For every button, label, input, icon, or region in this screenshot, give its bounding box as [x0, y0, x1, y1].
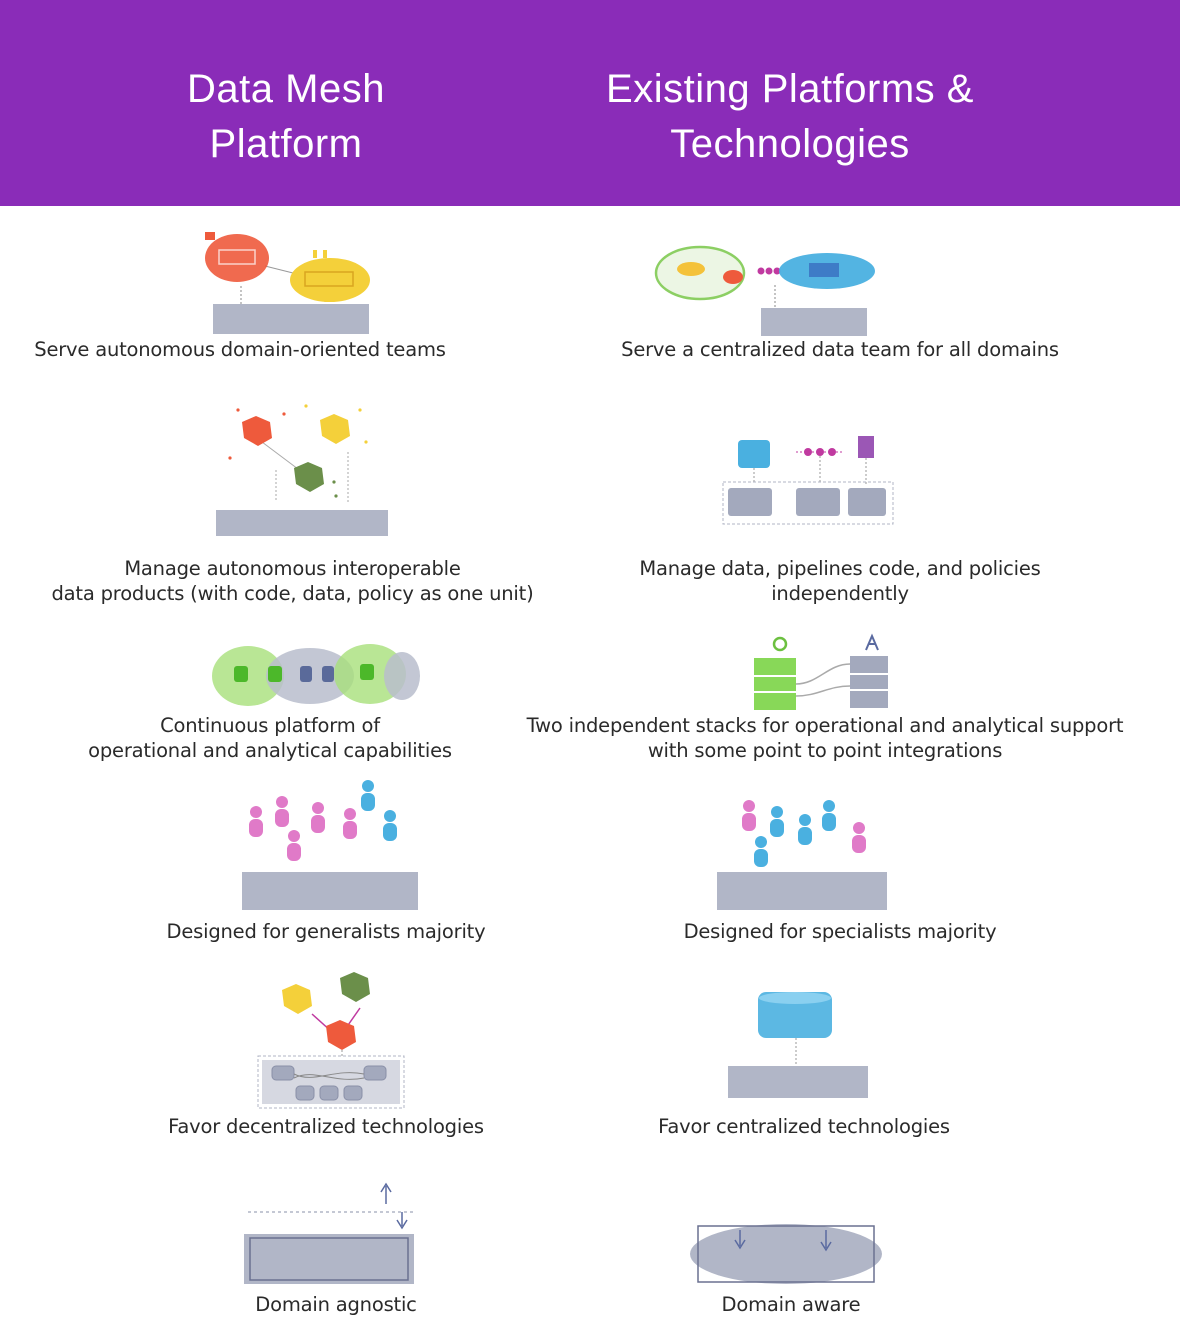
- caption-manage-independently: Manage data, pipelines code, and policie…: [639, 557, 1041, 605]
- existing-platforms-title: Existing Platforms & Technologies: [606, 67, 974, 166]
- autonomous-teams-illustration: [205, 232, 370, 334]
- header-banner: Data Mesh Platform Existing Platforms & …: [0, 0, 1180, 206]
- domain-agnostic-illustration: [244, 1182, 414, 1284]
- decentralized-tech-illustration: [257, 972, 405, 1109]
- centralized-team-illustration: [654, 245, 875, 336]
- domain-aware-illustration: [690, 1224, 882, 1284]
- centralized-tech-illustration: [728, 992, 868, 1098]
- caption-specialists-majority: Designed for specialists majority: [683, 920, 997, 943]
- separate-management-illustration: [722, 436, 894, 525]
- caption-serve-centralized-team: Serve a centralized data team for all do…: [621, 338, 1059, 361]
- continuous-platform-illustration: [212, 644, 420, 706]
- caption-domain-agnostic: Domain agnostic: [255, 1293, 417, 1316]
- caption-manage-data-products: Manage autonomous interoperable data pro…: [51, 557, 534, 605]
- specialists-illustration: [717, 800, 887, 910]
- data-products-illustration: [216, 404, 388, 536]
- caption-favor-centralized: Favor centralized technologies: [658, 1115, 950, 1138]
- data-mesh-platform-title: Data Mesh Platform: [187, 67, 385, 166]
- caption-domain-aware: Domain aware: [721, 1293, 861, 1316]
- caption-serve-autonomous-teams: Serve autonomous domain-oriented teams: [34, 338, 446, 361]
- two-stacks-illustration: [754, 633, 888, 710]
- generalists-illustration: [242, 780, 418, 910]
- caption-two-independent-stacks: Two independent stacks for operational a…: [526, 714, 1124, 762]
- caption-generalists-majority: Designed for generalists majority: [166, 920, 486, 943]
- caption-favor-decentralized: Favor decentralized technologies: [168, 1115, 484, 1138]
- caption-continuous-platform: Continuous platform of operational and a…: [88, 714, 452, 762]
